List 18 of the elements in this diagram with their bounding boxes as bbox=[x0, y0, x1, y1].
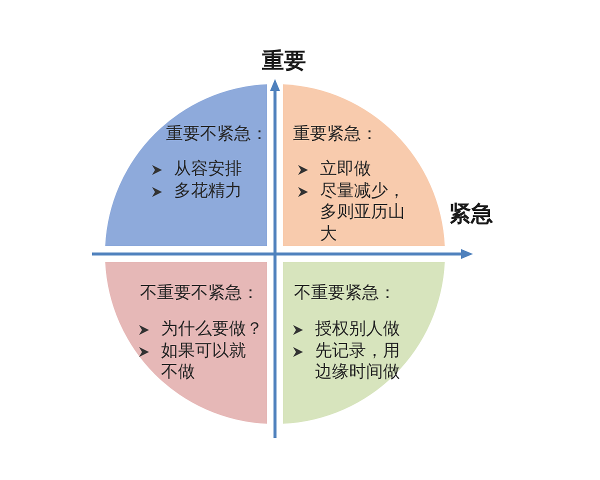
quadrant-heading: 不重要紧急： bbox=[294, 283, 396, 303]
bullet-text: 尽量减少，多则亚历山大 bbox=[320, 180, 406, 245]
quadrant-heading: 重要紧急： bbox=[293, 124, 378, 144]
bullet-text: 多花精力 bbox=[174, 180, 243, 202]
bullet-text: 授权别人做 bbox=[315, 319, 401, 340]
quadrant-heading: 不重要不紧急： bbox=[140, 283, 259, 303]
quadrant-sector bbox=[105, 262, 267, 424]
quadrant-sector bbox=[283, 262, 445, 424]
bullet-text: 先记录，用边缘时间做 bbox=[315, 340, 401, 384]
quadrant-heading: 重要不紧急： bbox=[166, 124, 268, 144]
bullet-text: 从容安排 bbox=[174, 159, 243, 180]
axis-label: 紧急 bbox=[449, 202, 493, 228]
bullet-text: 为什么要做？ bbox=[161, 319, 264, 340]
quadrant-sector bbox=[105, 84, 267, 246]
bullet-text: 如果可以就不做 bbox=[161, 340, 247, 384]
axis-label: 重要 bbox=[262, 49, 306, 75]
quadrant-sector bbox=[283, 84, 445, 246]
bullet-text: 立即做 bbox=[320, 159, 372, 180]
